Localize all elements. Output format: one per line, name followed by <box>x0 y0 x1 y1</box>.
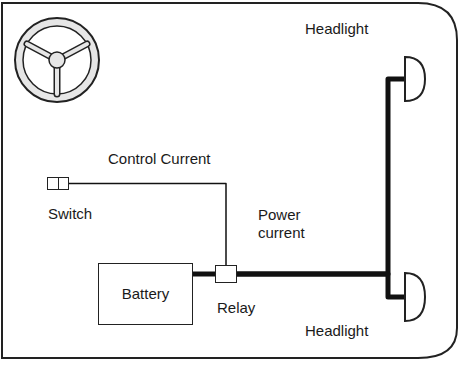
headlight-outline <box>405 57 425 101</box>
power-wire <box>237 274 404 297</box>
steering-wheel <box>15 18 99 102</box>
headlight: Headlight <box>404 272 426 322</box>
wire-line <box>237 274 404 297</box>
wire-line <box>237 79 404 274</box>
control-wire <box>69 184 226 266</box>
node-label: Switch <box>48 205 92 223</box>
node-label: Relay <box>217 299 255 317</box>
node-label: Headlight <box>305 322 368 340</box>
current-label: Control Current <box>106 150 213 168</box>
headlight: Headlight <box>404 56 426 102</box>
node-label: Battery <box>122 285 170 303</box>
headlight-shape <box>404 272 426 322</box>
switch-divider <box>58 178 59 189</box>
relay-box: Relay <box>215 265 237 283</box>
switch-symbol: Switch <box>47 177 69 190</box>
battery-box: Battery <box>98 263 193 325</box>
current-label: Power current <box>256 206 322 242</box>
headlight-shape <box>404 56 426 102</box>
node-label: Headlight <box>305 20 368 38</box>
wire-line <box>69 184 226 266</box>
headlight-outline <box>405 273 425 321</box>
power-wire <box>193 274 215 275</box>
car-outline <box>2 3 457 358</box>
power-wire <box>237 79 404 274</box>
wire-line <box>193 272 215 277</box>
